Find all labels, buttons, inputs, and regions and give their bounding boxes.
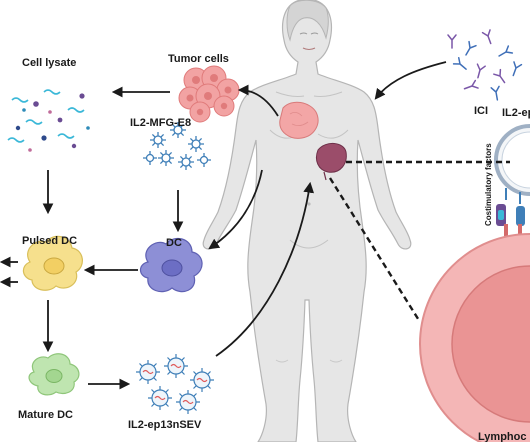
dc-cell bbox=[139, 237, 203, 293]
il2-ep13nsev-vesicles bbox=[136, 354, 214, 414]
label-tumor-cells: Tumor cells bbox=[168, 53, 229, 65]
label-lymphocyte-cut: Lymphoc bbox=[478, 431, 527, 442]
arrow-vesicles-to-spleen bbox=[215, 181, 315, 357]
il2-mfg-e8-molecules bbox=[143, 122, 211, 170]
arrow-tumor-organ-to-cells bbox=[237, 84, 279, 117]
arrow-ici-to-body bbox=[374, 61, 447, 100]
label-dc: DC bbox=[166, 237, 182, 249]
pulsed-dc-cell bbox=[22, 235, 83, 291]
costimulatory-receptors bbox=[496, 204, 525, 238]
label-il2-mfg-e8: IL2-MFG-E8 bbox=[130, 117, 191, 129]
vesicle-zoom bbox=[494, 124, 530, 204]
arrow-body-to-dc bbox=[208, 169, 263, 250]
cell-lysate-particles bbox=[7, 89, 90, 152]
ici-antibodies bbox=[447, 29, 523, 101]
label-il2-ep-cut: IL2-ep bbox=[502, 107, 530, 119]
spleen-organ bbox=[315, 143, 347, 181]
label-pulsed-dc: Pulsed DC bbox=[22, 235, 77, 247]
lymphocyte-cell bbox=[419, 233, 530, 442]
label-ici: ICI bbox=[474, 105, 488, 117]
label-mature-dc: Mature DC bbox=[18, 409, 73, 421]
label-il2-ep13nsev: IL2-ep13nSEV bbox=[128, 419, 202, 431]
label-cell-lysate: Cell lysate bbox=[22, 57, 76, 69]
human-body-figure bbox=[202, 0, 412, 442]
zoom-dashed-lines bbox=[328, 160, 510, 323]
tumor-organ bbox=[279, 101, 319, 139]
flow-arrows bbox=[0, 61, 447, 390]
mature-dc-cell bbox=[28, 353, 80, 396]
label-costimulatory-factors: Costimulatory factors bbox=[484, 143, 493, 226]
tumor-cells-cluster bbox=[178, 65, 240, 123]
